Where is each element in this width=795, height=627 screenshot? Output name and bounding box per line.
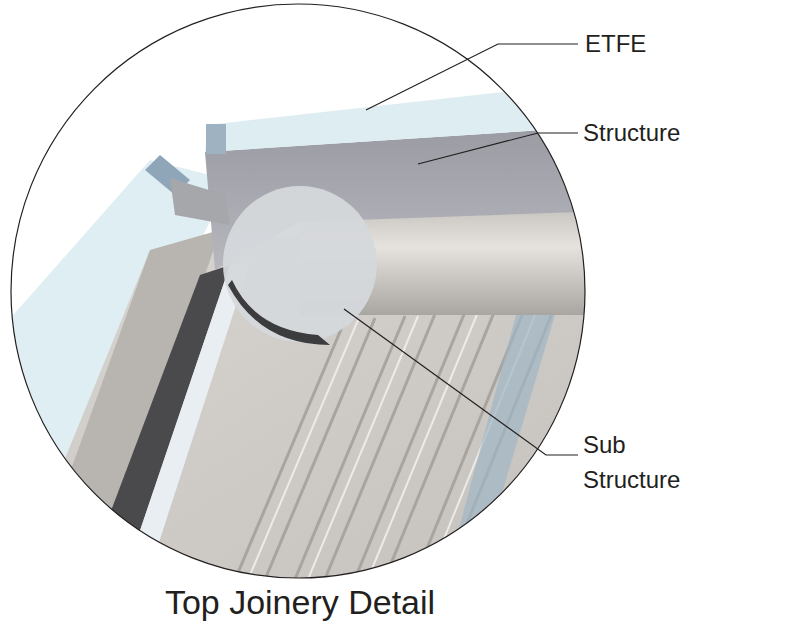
part-label: Structure — [583, 116, 743, 151]
part-label: ETFE — [585, 27, 745, 62]
leader-lines — [344, 44, 578, 455]
part-label: Sub Structure — [583, 428, 701, 498]
detail-caption: Top Joinery Detail — [0, 578, 600, 627]
